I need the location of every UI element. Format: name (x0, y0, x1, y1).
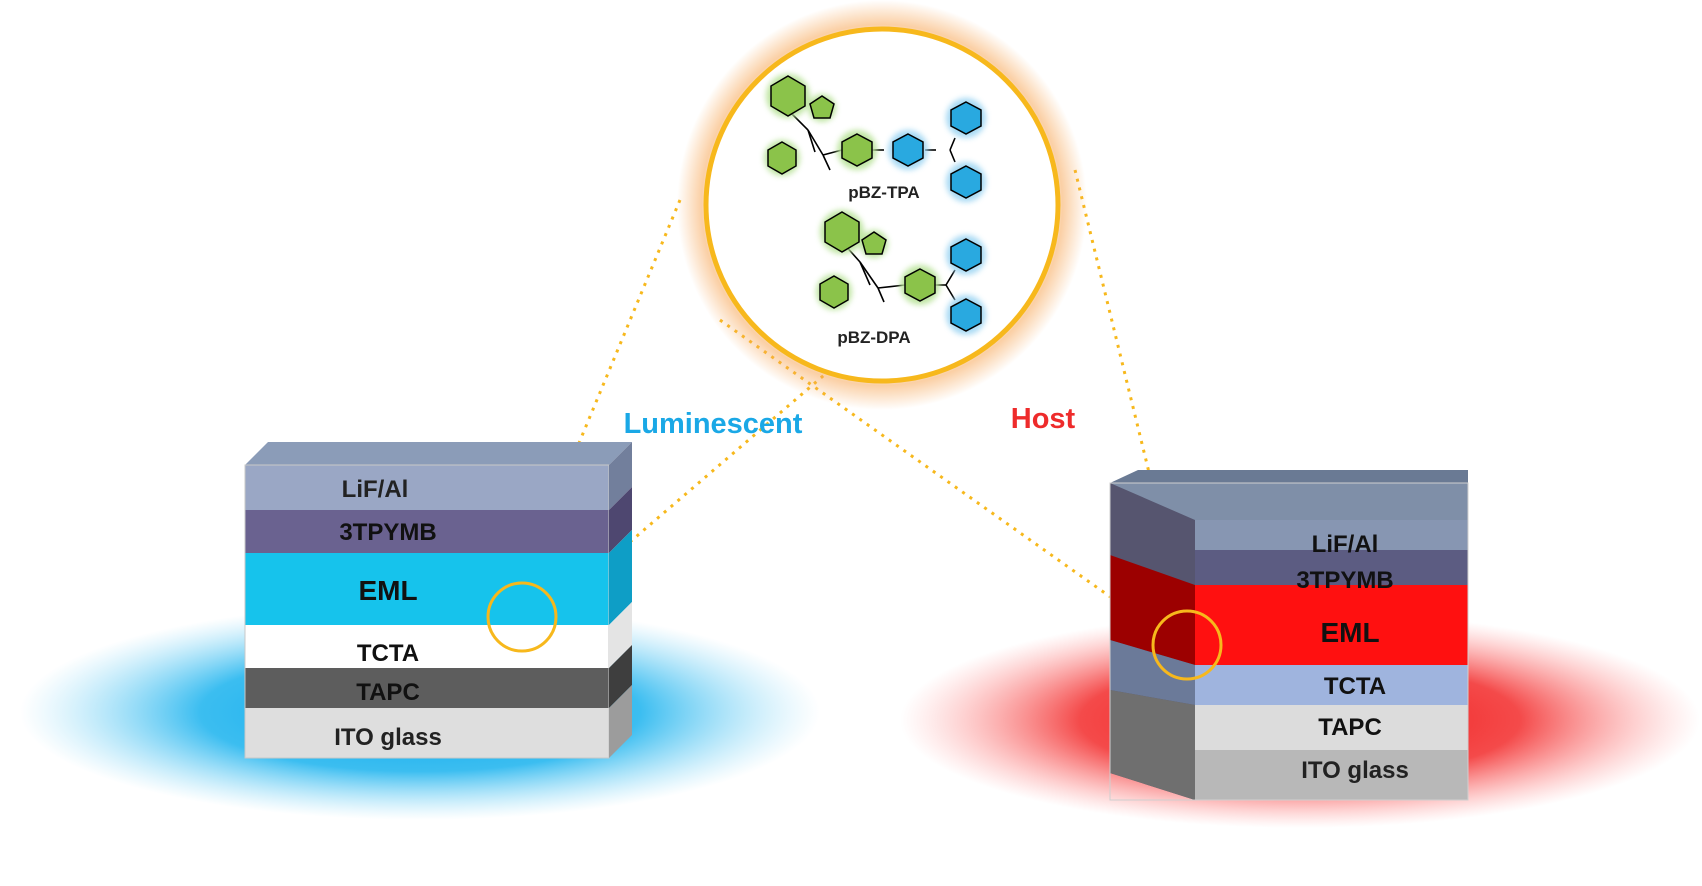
left-layer-eml (245, 553, 609, 625)
right-layer-3tpymb (1195, 550, 1468, 585)
dpa-phenyl-ring-icon (819, 275, 849, 309)
molecule-label-pbz-dpa: pBZ-DPA (837, 328, 910, 347)
imidazole-ring-icon (809, 95, 835, 119)
left-layer-3tpymb (245, 510, 609, 553)
phenylene-ring-icon (841, 133, 873, 167)
right-label-eml: EML (1320, 617, 1379, 648)
left-label-tapc: TAPC (356, 679, 420, 706)
right-layer-ito (1195, 750, 1468, 800)
right-label-3tpymb: 3TPYMB (1296, 567, 1393, 594)
left-label-lif: LiF/Al (342, 476, 409, 503)
right-label-ito: ITO glass (1301, 757, 1409, 784)
left-label-tcta: TCTA (357, 640, 419, 667)
left-layer-lif (245, 465, 609, 510)
right-layer-tapc (1195, 705, 1468, 750)
right-layer-tcta (1195, 665, 1468, 705)
molecule-pbz-tpa: pBZ-TPA (764, 74, 986, 202)
dpa-amine-phenyl-lower-icon (950, 298, 982, 332)
dpa-imidazole-ring-icon (861, 231, 887, 255)
phenyl-ring-icon (767, 141, 797, 175)
left-layer-tapc (245, 668, 609, 708)
right-stack-top (1110, 483, 1468, 520)
right-zoom-circle (1151, 609, 1223, 681)
left-label-eml: EML (358, 575, 417, 606)
molecule-pbz-dpa: pBZ-DPA (816, 210, 986, 347)
left-device-stack (244, 442, 632, 759)
luminescent-label: Luminescent (624, 408, 803, 440)
molecule-label-pbz-tpa: pBZ-TPA (848, 183, 919, 202)
amine-phenylene-ring-icon (892, 133, 924, 167)
host-label: Host (1011, 403, 1076, 435)
zoom-lines (518, 169, 1192, 641)
left-zoom-circle (486, 581, 558, 653)
amine-phenyl-ring-lower-icon (950, 165, 982, 199)
dpa-benzene-ring-icon (824, 211, 860, 253)
left-layer-tcta (245, 625, 609, 668)
right-layer-lif (1195, 520, 1468, 550)
dpa-amine-phenyl-upper-icon (950, 238, 982, 272)
right-layer-eml (1195, 585, 1468, 665)
right-label-tapc: TAPC (1318, 714, 1382, 741)
left-stack-top (245, 442, 632, 465)
right-label-lif: LiF/Al (1312, 531, 1379, 558)
left-label-3tpymb: 3TPYMB (339, 519, 436, 546)
amine-phenyl-ring-upper-icon (950, 101, 982, 135)
left-label-ito: ITO glass (334, 724, 442, 751)
right-label-tcta: TCTA (1324, 673, 1386, 700)
benzene-ring-icon (770, 75, 806, 117)
dpa-phenylene-ring-icon (904, 268, 936, 302)
right-device-stack (1109, 470, 1469, 801)
left-layer-ito (245, 708, 609, 758)
